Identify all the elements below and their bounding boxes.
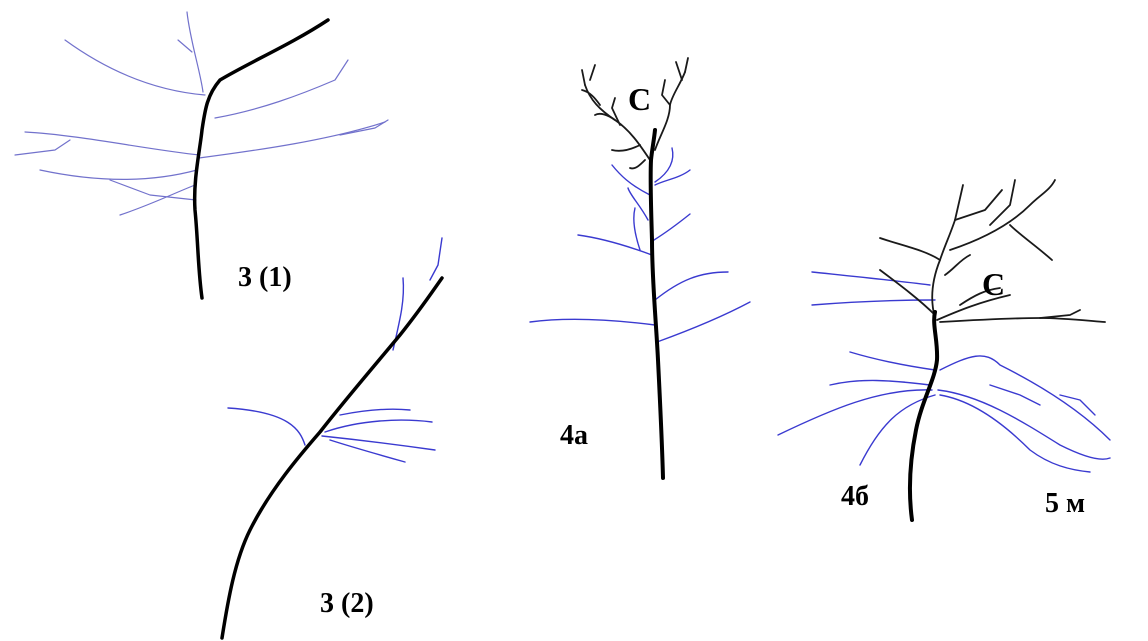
tree-4a-crown-branch [594, 112, 616, 121]
tree-3-2-branch [429, 237, 443, 281]
tree-4b-crown-branch [879, 237, 941, 261]
tree-3-1-branch [119, 184, 196, 216]
tree-4a-crown-branch [581, 89, 601, 106]
tree-4a-branch [654, 147, 674, 183]
tree-3-1 [14, 11, 389, 300]
label-tree-4b: 4б [841, 481, 869, 512]
label-tree-4a: 4а [560, 420, 588, 451]
tree-4a-crown-branch [654, 71, 686, 151]
tree-4b-branch [829, 379, 931, 386]
tree-3-1-trunk [192, 18, 330, 300]
tree-4b-crown-branch [954, 189, 1003, 221]
tree-4b-branch [777, 389, 933, 436]
tree-4b-crown-branch [1009, 224, 1053, 261]
tree-3-1-branch [109, 179, 197, 201]
tree-4b-branch [937, 389, 1111, 460]
tree-4a-crown-branch [629, 159, 646, 170]
tree-4b-branch [811, 299, 936, 306]
tree-3-1-branch [198, 121, 386, 159]
tree-4a [529, 57, 751, 480]
tree-3-1-branch [64, 39, 206, 96]
tree-4b-branch [849, 351, 936, 371]
tree-3-1-branch [39, 169, 198, 181]
tree-4a-trunk [648, 128, 665, 480]
tree-4a-branch [654, 169, 691, 186]
tree-4a-branch [627, 187, 649, 221]
tree-4a-crown-branch [675, 61, 683, 81]
tree-4a-crown-branch [611, 97, 621, 126]
tree-4b-crown-branch [944, 254, 971, 276]
tree-4b-crown-branch [989, 179, 1016, 226]
tree-4a-branch [656, 301, 751, 343]
tree-3-2-branch [321, 435, 436, 451]
tree-4b-branch [939, 355, 1111, 441]
label-tree-3-1: 3 (1) [238, 262, 292, 293]
label-tree-4a-crown: С [628, 81, 651, 117]
tree-4a-branch [653, 213, 691, 241]
tree-4a-crown-branch [684, 57, 689, 73]
tree-4a-branch [654, 271, 729, 301]
tree-3-1-branch [339, 119, 389, 136]
tree-3-2-branch [329, 439, 406, 463]
label-tree-4b-crown: С [982, 266, 1005, 302]
label-tree-3-2: 3 (2) [320, 588, 374, 619]
tree-3-1-branch [177, 39, 193, 53]
tree-4b-crown-branch [949, 179, 1056, 251]
tree-3-2-branch [339, 408, 411, 416]
tree-4b-branch [1059, 394, 1096, 416]
tree-4a-crown-branch [661, 79, 671, 106]
tree-3-1-branch [214, 59, 349, 119]
tree-4a-crown-branch [589, 64, 596, 81]
tree-4a-branch [633, 207, 641, 251]
tree-4a-crown-branch [611, 144, 641, 152]
tree-3-2 [220, 237, 444, 640]
tree-3-2-trunk [220, 276, 444, 640]
tree-4b-crown-branch [939, 317, 1106, 323]
tree-4a-branch [577, 234, 653, 256]
tree-4a-branch [529, 318, 656, 326]
tree-4b-crown-branch [954, 184, 964, 221]
tree-4b-crown-branch [1039, 309, 1081, 319]
tree-4a-branch [611, 164, 651, 196]
tree-3-2-branch [227, 407, 306, 446]
tree-3-1-branch [24, 131, 201, 156]
tree-4a-crown-branch [581, 69, 586, 86]
tree-4b-trunk [907, 310, 940, 522]
tree-4b-crown-branch [959, 287, 1001, 306]
tree-4b-branch [989, 384, 1041, 406]
tree-4b-branch [811, 271, 931, 286]
tree-4b-crown-branch [936, 294, 1011, 321]
tree-3-1-branch [14, 139, 71, 156]
tree-4b-branch [939, 394, 1091, 473]
tree-4b-crown-branch [879, 269, 936, 316]
label-scale-5m: 5 м [1045, 488, 1085, 519]
tree-3-2-branch [324, 419, 433, 433]
tree-3-1-branch [186, 11, 204, 93]
tree-4b [777, 179, 1111, 522]
